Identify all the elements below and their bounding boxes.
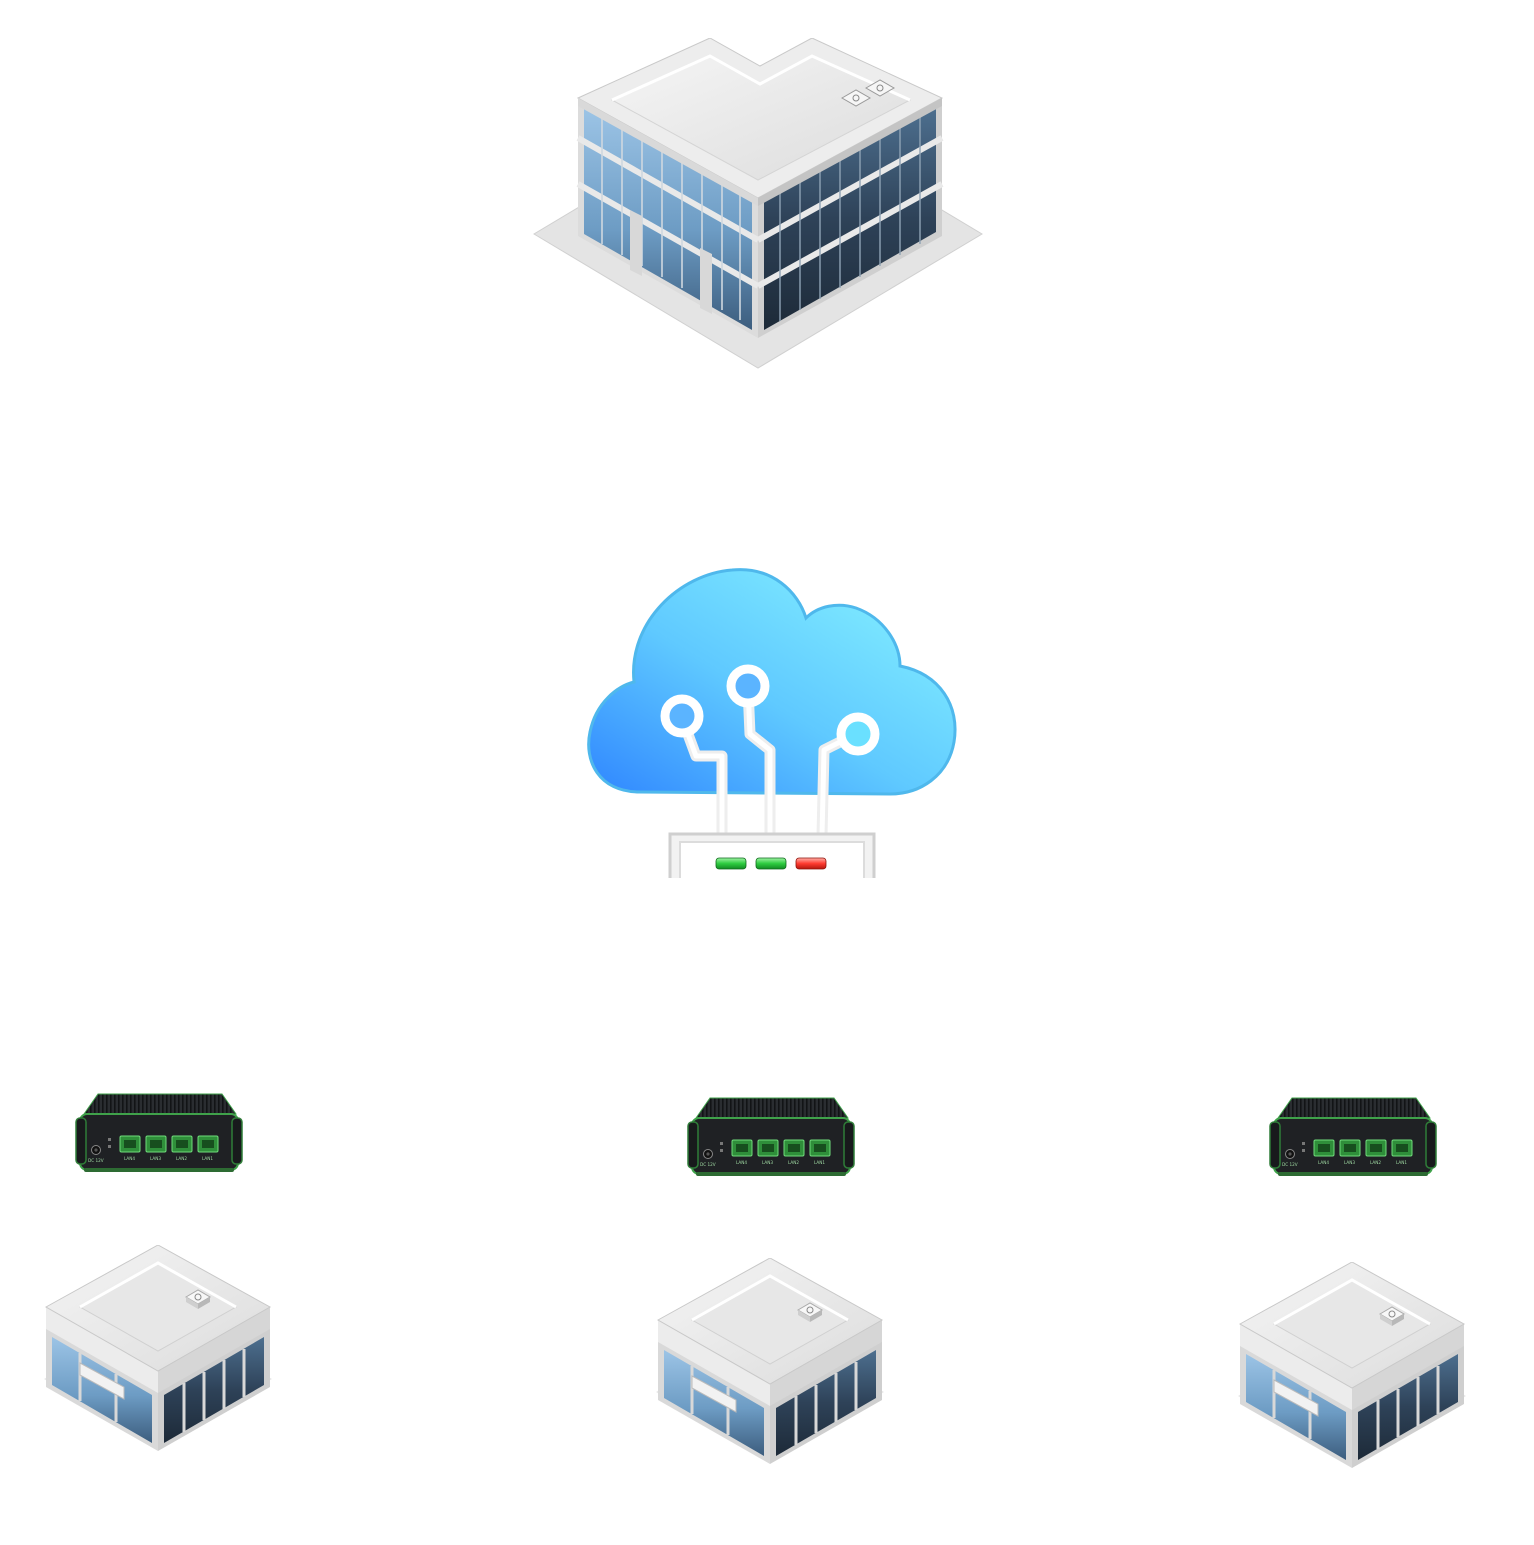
port-label: LAN4 (1318, 1160, 1329, 1165)
port-label: LAN2 (1370, 1160, 1381, 1165)
port-label: LAN3 (762, 1160, 773, 1165)
firewall-appliance-icon: DC 12V LAN4 LAN3 LAN2 LAN1 (686, 1094, 856, 1180)
status-led-green-1 (715, 857, 747, 870)
port-label: LAN3 (150, 1156, 161, 1161)
port-label: LAN3 (1344, 1160, 1355, 1165)
power-label: DC 12V (88, 1158, 104, 1163)
port-label: LAN1 (814, 1160, 825, 1165)
port-label: LAN1 (1396, 1160, 1407, 1165)
port-label: LAN2 (788, 1160, 799, 1165)
branch-building-icon (1234, 1262, 1470, 1474)
firewall-appliance-icon: DC 12V LAN4 LAN3 LAN2 LAN1 (74, 1090, 244, 1176)
power-label: DC 12V (1282, 1162, 1298, 1167)
status-led-green-2 (755, 857, 787, 870)
power-label: DC 12V (700, 1162, 716, 1167)
office-building-icon (530, 38, 986, 372)
status-led-red (795, 857, 827, 870)
port-label: LAN2 (176, 1156, 187, 1161)
cloud-router-icon (584, 566, 960, 878)
port-label: LAN1 (202, 1156, 213, 1161)
firewall-appliance-icon: DC 12V LAN4 LAN3 LAN2 LAN1 (1268, 1094, 1438, 1180)
branch-building-icon (652, 1258, 888, 1470)
branch-building-icon (40, 1245, 276, 1457)
port-label: LAN4 (736, 1160, 747, 1165)
port-label: LAN4 (124, 1156, 135, 1161)
